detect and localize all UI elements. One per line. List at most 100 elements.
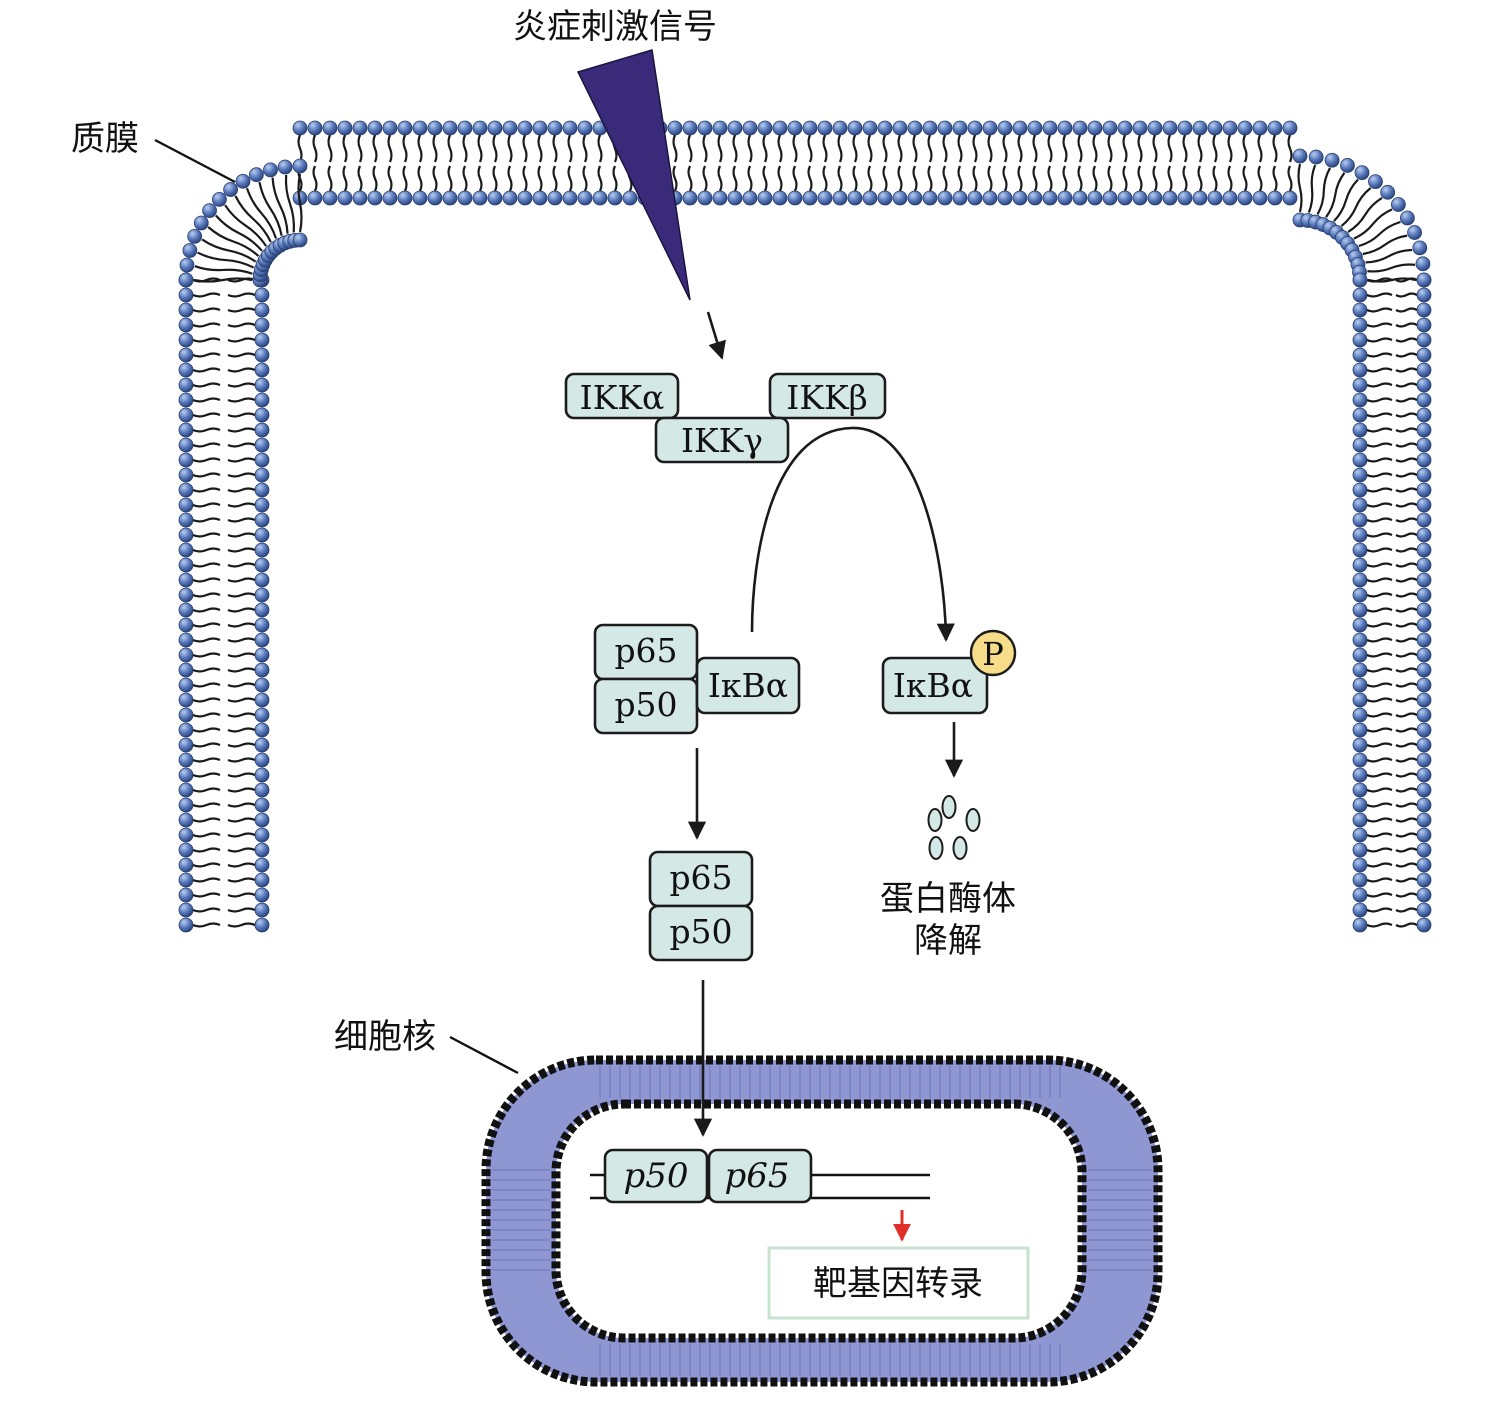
- lipid-tail: [447, 165, 453, 192]
- lipid-head: [1012, 120, 1028, 136]
- lipid-tail: [672, 134, 678, 163]
- lipid-tail: [234, 195, 272, 243]
- free-p65-label: p65: [669, 858, 732, 897]
- lipid-head: [1222, 190, 1238, 206]
- lipid-head: [742, 120, 758, 136]
- lipid-head: [1416, 482, 1432, 498]
- lipid-tail: [882, 165, 888, 192]
- lipid-head: [1416, 347, 1432, 363]
- lipid-head: [178, 332, 194, 348]
- lipid-tail: [477, 134, 483, 163]
- lipid-head: [254, 842, 270, 858]
- lipid-tail: [1077, 165, 1083, 192]
- lipid-tail: [537, 134, 543, 163]
- lipid-tail: [227, 472, 256, 478]
- lipid-tail: [227, 907, 256, 913]
- lipid-head: [254, 527, 270, 543]
- lipid-tail: [227, 622, 256, 628]
- lipid-tail: [1366, 307, 1393, 313]
- lipid-head: [263, 162, 278, 178]
- lipid-head: [1390, 197, 1406, 212]
- lipid-tail: [1340, 187, 1372, 227]
- lipid-tail: [227, 487, 256, 493]
- lipid-head: [1222, 120, 1238, 136]
- lipid-head: [1352, 917, 1368, 933]
- lipid-tail: [372, 165, 378, 192]
- lipid-head: [1042, 120, 1058, 136]
- lipid-tail: [1395, 607, 1418, 613]
- lipid-tail: [1227, 134, 1233, 163]
- lipid-tail: [1316, 167, 1331, 215]
- lipid-head: [1412, 240, 1428, 256]
- lipid-head: [1415, 256, 1431, 272]
- lipid-tail: [227, 517, 256, 523]
- lipid-tail: [1366, 367, 1393, 373]
- lipid-tail: [192, 637, 221, 643]
- gene-p50-label: p50: [623, 1156, 688, 1196]
- lipid-head: [178, 542, 194, 558]
- lipid-tail: [192, 622, 221, 628]
- lipid-head: [1352, 647, 1368, 663]
- lipid-tail: [1366, 472, 1393, 478]
- lipid-head: [254, 542, 270, 558]
- lipid-tail: [1092, 165, 1098, 192]
- lipid-head: [892, 190, 908, 206]
- lipid-tail: [227, 292, 256, 298]
- lipid-head: [178, 452, 194, 468]
- lipid-head: [1132, 190, 1148, 206]
- nuclear-envelope: [481, 1055, 1163, 1387]
- lipid-tail: [192, 337, 221, 343]
- lipid-tail: [192, 847, 221, 853]
- lipid-tail: [972, 165, 978, 192]
- lipid-head: [223, 182, 239, 197]
- lipid-head: [862, 120, 878, 136]
- lipid-head: [1416, 422, 1432, 438]
- lipid-head: [1352, 872, 1368, 888]
- lipid-tail: [1395, 802, 1418, 808]
- lipid-tail: [1395, 352, 1418, 358]
- lipid-tail: [1366, 502, 1393, 508]
- lipid-head: [254, 602, 270, 618]
- lipid-tail: [837, 165, 843, 192]
- lipid-head: [178, 287, 194, 303]
- lipid-tail: [1366, 847, 1393, 853]
- lipid-head: [922, 190, 938, 206]
- lipid-head: [1416, 467, 1432, 483]
- lipid-tail: [227, 892, 256, 898]
- lipid-head: [682, 120, 698, 136]
- lipid-tail: [1395, 907, 1418, 913]
- lipid-head: [487, 120, 503, 136]
- lipid-head: [1308, 149, 1324, 165]
- lipid-tail: [192, 397, 221, 403]
- lipid-tail: [192, 787, 221, 793]
- lipid-head: [337, 190, 353, 206]
- lipid-tail: [1272, 134, 1278, 163]
- lipid-tail: [192, 607, 221, 613]
- lipid-head: [427, 190, 443, 206]
- lipid-tail: [1395, 637, 1418, 643]
- lipid-tail: [227, 817, 256, 823]
- lipid-tail: [1395, 532, 1418, 538]
- lipid-head: [592, 190, 608, 206]
- lipid-tail: [227, 592, 256, 598]
- lipid-tail: [1395, 382, 1418, 388]
- lipid-tail: [192, 412, 221, 418]
- target-transcription-label: 靶基因转录: [813, 1264, 983, 1304]
- lipid-head: [1102, 190, 1118, 206]
- lipid-head: [817, 190, 833, 206]
- lipid-tail: [1395, 862, 1418, 868]
- lipid-head: [1416, 857, 1432, 873]
- lipid-head: [254, 587, 270, 603]
- lipid-tail: [1367, 277, 1417, 283]
- lipid-tail: [1395, 892, 1418, 898]
- lipid-head: [1352, 452, 1368, 468]
- lipid-tail: [1395, 667, 1418, 673]
- lipid-tail: [1366, 427, 1393, 433]
- lipid-tail: [732, 165, 738, 192]
- lipid-head: [712, 120, 728, 136]
- lipid-head: [1102, 120, 1118, 136]
- lipid-tail: [1365, 248, 1413, 264]
- lipid-tail: [1032, 134, 1038, 163]
- lipid-head: [1237, 120, 1253, 136]
- lipid-head: [1352, 317, 1368, 333]
